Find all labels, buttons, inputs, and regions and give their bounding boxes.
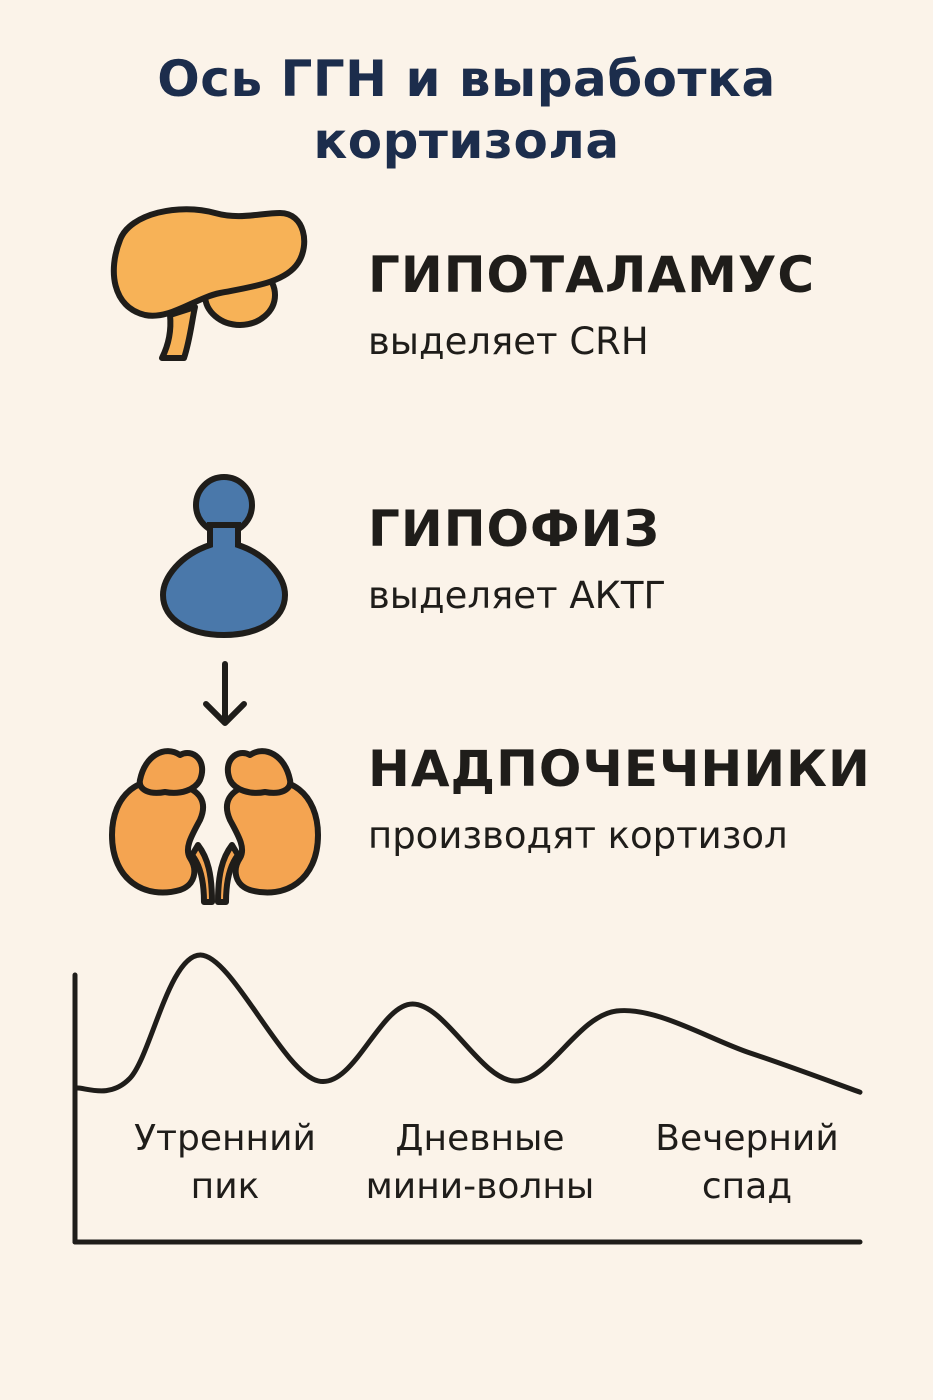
phase-label-daytime: Дневные мини-волны: [345, 1115, 615, 1211]
phase-label-evening: Вечерний спад: [632, 1115, 862, 1211]
page-title: Ось ГГН и выработка кортизола: [0, 48, 933, 172]
stage-name-pituitary: ГИПОФИЗ: [368, 500, 661, 558]
phase-label-morning-line1: Утренний: [134, 1118, 316, 1159]
phase-label-daytime-line2: мини-волны: [365, 1166, 595, 1207]
pituitary-icon: [159, 474, 289, 639]
brain-icon: [110, 206, 308, 361]
phase-label-morning: Утренний пик: [110, 1115, 340, 1211]
kidneys-adrenals-icon: [109, 748, 321, 905]
phase-label-daytime-line1: Дневные: [395, 1118, 565, 1159]
stage-desc-pituitary: выделяет АКТГ: [368, 574, 667, 617]
stage-name-hypothalamus: ГИПОТАЛАМУС: [368, 246, 816, 304]
stage-desc-adrenals: производят кортизол: [368, 814, 788, 857]
stage-desc-hypothalamus: выделяет CRH: [368, 320, 649, 363]
phase-label-evening-line1: Вечерний: [655, 1118, 839, 1159]
title-line-2: кортизола: [313, 112, 620, 170]
phase-label-evening-line2: спад: [701, 1166, 793, 1207]
phase-label-morning-line2: пик: [190, 1166, 260, 1207]
stage-name-adrenals: НАДПОЧЕЧНИКИ: [368, 740, 871, 798]
cortisol-curve: [72, 952, 863, 1095]
cortisol-rhythm-chart: [72, 952, 863, 1245]
down-arrow-icon: [203, 661, 247, 726]
title-line-1: Ось ГГН и выработка: [157, 50, 776, 108]
